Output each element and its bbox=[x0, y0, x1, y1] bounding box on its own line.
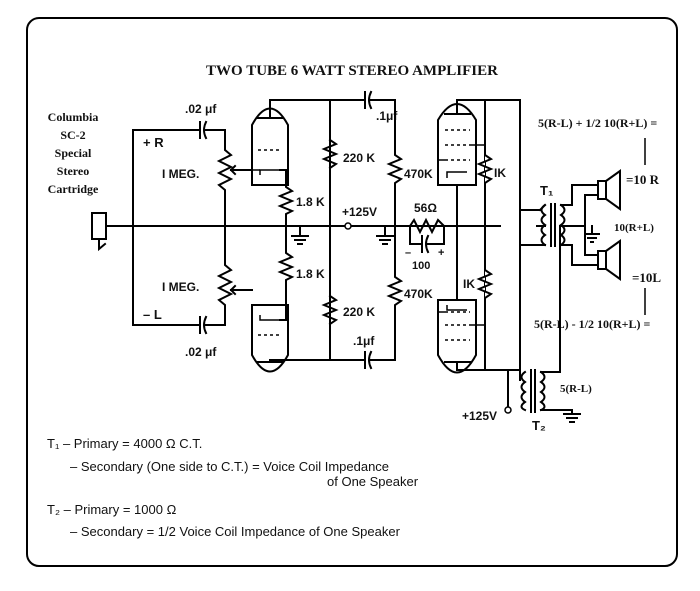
ground-t1 bbox=[584, 225, 600, 243]
t2-secondary-label: 5(R-L) bbox=[560, 383, 592, 395]
screen-resistor-bottom-label: IK bbox=[463, 277, 475, 291]
output-center: 10(R+L) bbox=[614, 222, 654, 234]
coupling-cap-bottom bbox=[329, 350, 396, 370]
bypass-cap-label: 100 bbox=[412, 260, 430, 272]
cartridge-symbol bbox=[91, 212, 134, 252]
note-t1-primary: T₁ – Primary = 4000 Ω C.T. bbox=[47, 436, 202, 451]
plate-resistor-bottom bbox=[321, 294, 339, 326]
coupling-cap-top-label: .1μf bbox=[376, 109, 398, 123]
grid-resistor-bottom bbox=[386, 225, 404, 361]
bypass-cap-plus: + bbox=[438, 247, 444, 259]
wire-v1b-plate bbox=[269, 359, 331, 363]
cathode-resistor-bottom bbox=[277, 225, 295, 321]
bypass-cap-minus: – bbox=[405, 247, 411, 259]
wire-v2b-plate bbox=[456, 225, 521, 371]
bplus-bottom-label: +125V bbox=[462, 409, 497, 423]
bplus-mid-label: +125V bbox=[342, 205, 377, 219]
grid-resistor-bottom-label: 470K bbox=[404, 287, 433, 301]
bplus-terminal bbox=[344, 222, 352, 230]
input-cap-bottom-label: .02 μf bbox=[185, 345, 217, 359]
output-result-right: =10 R bbox=[626, 172, 660, 187]
tube-v1b bbox=[251, 304, 289, 373]
plus-r-label: + R bbox=[143, 135, 164, 150]
diagram-title: TWO TUBE 6 WATT STEREO AMPLIFIER bbox=[206, 63, 498, 79]
input-cap-top bbox=[199, 120, 226, 140]
volume-pot-bottom-label: I MEG. bbox=[162, 280, 199, 294]
screen-resistor-top-label: IK bbox=[494, 166, 506, 180]
note-t2-primary: T₂ – Primary = 1000 Ω bbox=[47, 502, 177, 517]
grid-resistor-top bbox=[386, 99, 404, 227]
grid-resistor-top-label: 470K bbox=[404, 167, 433, 181]
output-result-left: =10L bbox=[632, 270, 661, 285]
ground-stage1 bbox=[291, 225, 309, 245]
page-border bbox=[26, 17, 678, 567]
transformer-t2 bbox=[520, 225, 573, 413]
plate-resistor-bottom-label: 220 K bbox=[343, 305, 375, 319]
input-cap-bottom bbox=[199, 315, 226, 335]
tube-v2a bbox=[437, 99, 485, 186]
cartridge-line-4: Stereo bbox=[57, 164, 89, 178]
cartridge-line-3: Special bbox=[55, 146, 92, 160]
cartridge-label: Columbia SC-2 Special Stereo Cartridge bbox=[48, 110, 99, 196]
cathode-bias-network bbox=[404, 217, 451, 254]
plate-resistor-top bbox=[321, 138, 339, 170]
note-t2-secondary: – Secondary = 1/2 Voice Coil Impedance o… bbox=[70, 524, 401, 539]
ground-stage2 bbox=[376, 225, 394, 245]
speaker-right bbox=[597, 169, 621, 211]
wire-v2a-plate bbox=[456, 99, 521, 227]
cartridge-line-5: Cartridge bbox=[48, 182, 99, 196]
plate-resistor-top-label: 220 K bbox=[343, 151, 375, 165]
bplus-bottom-terminal bbox=[504, 406, 512, 414]
transformer-notes: T₁ – Primary = 4000 Ω C.T. – Secondary (… bbox=[47, 436, 419, 539]
ground-t2 bbox=[563, 409, 581, 423]
t1-label: T₁ bbox=[540, 183, 553, 198]
cartridge-line-2: SC-2 bbox=[60, 128, 85, 142]
wire-t1-sec-top bbox=[560, 184, 599, 206]
cartridge-line-1: Columbia bbox=[48, 110, 99, 124]
volume-pot-top bbox=[216, 129, 253, 227]
wire-t1-sec-bottom bbox=[560, 244, 599, 266]
t2-label: T₂ bbox=[532, 418, 546, 433]
cathode-bias-resistor-label: 56Ω bbox=[414, 201, 437, 215]
tube-v2b bbox=[437, 299, 485, 374]
volume-pot-bottom bbox=[216, 225, 253, 326]
coupling-cap-top bbox=[329, 90, 396, 110]
note-t1-secondary: – Secondary (One side to C.T.) = Voice C… bbox=[70, 459, 389, 474]
tube-v1a bbox=[251, 99, 289, 186]
coupling-cap-bottom-label: .1μf bbox=[353, 334, 375, 348]
volume-pot-top-label: I MEG. bbox=[162, 167, 199, 181]
screen-resistor-bottom bbox=[476, 269, 494, 299]
input-wiring bbox=[132, 129, 501, 326]
cathode-resistor-top bbox=[277, 179, 295, 227]
cathode-resistor-bottom-label: 1.8 K bbox=[296, 267, 325, 281]
screen-resistor-top bbox=[476, 154, 494, 184]
minus-l-label: – L bbox=[143, 307, 162, 322]
input-cap-top-label: .02 μf bbox=[185, 102, 217, 116]
speaker-left bbox=[597, 239, 621, 281]
note-t1-secondary-cont: of One Speaker bbox=[327, 474, 419, 489]
output-formula-bottom: 5(R-L) - 1/2 10(R+L) = bbox=[534, 317, 650, 331]
cathode-resistor-top-label: 1.8 K bbox=[296, 195, 325, 209]
transformer-t1 bbox=[519, 203, 566, 247]
output-formula-top: 5(R-L) + 1/2 10(R+L) = bbox=[538, 116, 657, 130]
